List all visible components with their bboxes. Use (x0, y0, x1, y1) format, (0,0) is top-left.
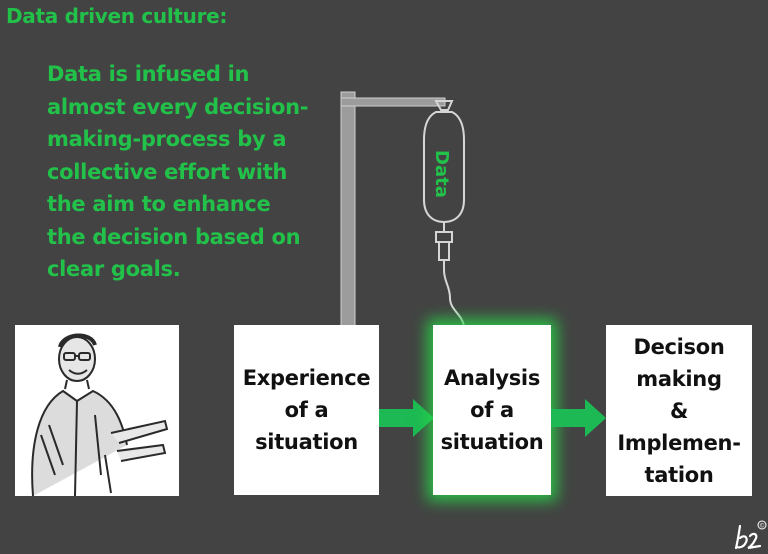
definition-line: almost every decision- (47, 94, 309, 119)
definition-line: clear goals. (47, 257, 181, 281)
presenter-photo (15, 325, 179, 497)
step-decision-line: Implemen- (617, 430, 741, 455)
drip-bag-label: Data (431, 150, 452, 198)
definition-line: collective effort with (47, 159, 288, 184)
step-analysis-box: Analysis of a situation (433, 325, 551, 495)
step-analysis-line: Analysis (443, 366, 541, 390)
author-signature-logo: © (734, 520, 767, 550)
step-analysis-line: situation (440, 430, 544, 454)
definition-line: Data is infused in (47, 62, 250, 86)
step-analysis-line: of a (470, 398, 514, 422)
definition-line: making-process by a (47, 127, 287, 151)
slide-title: Data driven culture: (6, 4, 228, 28)
arrow-right-icon (379, 399, 434, 437)
copyright-icon: © (759, 523, 765, 530)
step-experience-line: Experience (242, 366, 371, 390)
definition-line: the decision based on (47, 224, 301, 249)
definition-line: the aim to enhance (47, 192, 271, 216)
step-decision-line: & (669, 398, 688, 423)
step-decision-line: making (636, 366, 722, 391)
step-decision-box: Decison making & Implemen- tation (606, 325, 752, 496)
step-decision-line: tation (644, 462, 714, 487)
definition-text: Data is infused in almost every decision… (47, 58, 317, 286)
step-experience-box: Experience of a situation (234, 325, 379, 495)
drip-bag-icon (423, 100, 465, 327)
presenter-sketch (31, 333, 169, 497)
step-experience-line: of a (284, 398, 329, 422)
iv-stand-pole (340, 91, 446, 328)
arrow-right-icon (551, 399, 606, 437)
step-decision-line: Decison (633, 334, 725, 359)
step-experience-line: situation (255, 430, 358, 454)
